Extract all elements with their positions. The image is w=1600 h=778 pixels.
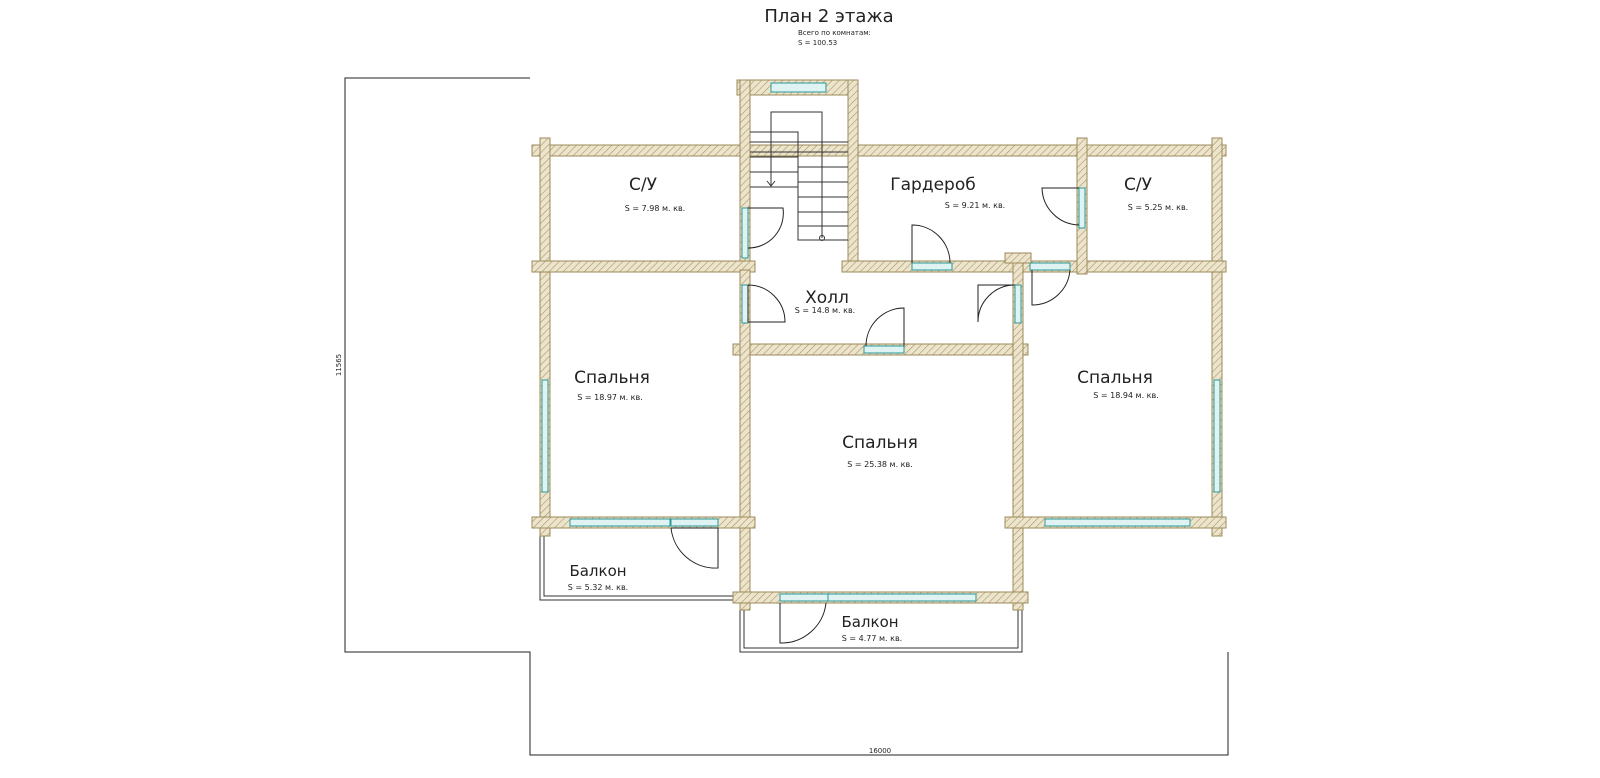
room-bathroom-left: С/У S = 7.98 м. кв. xyxy=(625,175,685,213)
svg-text:Спальня: Спальня xyxy=(842,433,918,453)
summary-value: S = 100.53 xyxy=(798,39,837,47)
summary-label: Всего по комнатам: xyxy=(798,29,871,37)
stair-start-icon xyxy=(819,235,825,241)
room-bedroom-right: Спальня S = 18.94 м. кв. xyxy=(1077,368,1159,400)
room-balcony-bottom: Балкон S = 4.77 м. кв. xyxy=(841,613,902,643)
svg-text:Спальня: Спальня xyxy=(1077,368,1153,388)
svg-text:S = 18.94 м. кв.: S = 18.94 м. кв. xyxy=(1093,391,1159,400)
svg-text:S = 7.98 м. кв.: S = 7.98 м. кв. xyxy=(625,204,685,213)
svg-text:Холл: Холл xyxy=(805,288,849,308)
balcony-railings xyxy=(539,528,1023,653)
room-bathroom-right: С/У S = 5.25 м. кв. xyxy=(1124,175,1188,212)
svg-text:S = 18.97 м. кв.: S = 18.97 м. кв. xyxy=(577,393,643,402)
staircase[interactable] xyxy=(750,111,848,241)
svg-text:S = 5.25 м. кв.: S = 5.25 м. кв. xyxy=(1128,203,1188,212)
room-wardrobe: Гардероб S = 9.21 м. кв. xyxy=(890,175,1005,210)
doors xyxy=(670,187,1080,644)
svg-text:Гардероб: Гардероб xyxy=(890,175,975,195)
svg-text:S = 4.77 м. кв.: S = 4.77 м. кв. xyxy=(842,634,902,643)
svg-text:S = 9.21 м. кв.: S = 9.21 м. кв. xyxy=(945,201,1005,210)
dimension-lines xyxy=(344,77,1229,756)
svg-text:С/У: С/У xyxy=(1124,175,1153,195)
svg-text:S = 5.32 м. кв.: S = 5.32 м. кв. xyxy=(568,583,628,592)
room-bedroom-center: Спальня S = 25.38 м. кв. xyxy=(842,433,918,469)
windows xyxy=(541,82,1221,602)
height-dimension: 11565 xyxy=(335,354,343,376)
svg-text:Спальня: Спальня xyxy=(574,368,650,388)
room-hall: Холл S = 14.8 м. кв. xyxy=(795,288,855,315)
svg-text:Балкон: Балкон xyxy=(569,562,626,580)
svg-text:С/У: С/У xyxy=(629,175,658,195)
room-bedroom-left: Спальня S = 18.97 м. кв. xyxy=(574,368,650,402)
svg-text:S = 25.38 м. кв.: S = 25.38 м. кв. xyxy=(847,460,913,469)
plan-title: План 2 этажа xyxy=(764,6,893,27)
room-balcony-left: Балкон S = 5.32 м. кв. xyxy=(568,562,628,592)
walls xyxy=(531,79,1227,611)
svg-text:S = 14.8 м. кв.: S = 14.8 м. кв. xyxy=(795,306,855,315)
svg-text:Балкон: Балкон xyxy=(841,613,898,631)
width-dimension: 16000 xyxy=(869,747,891,755)
